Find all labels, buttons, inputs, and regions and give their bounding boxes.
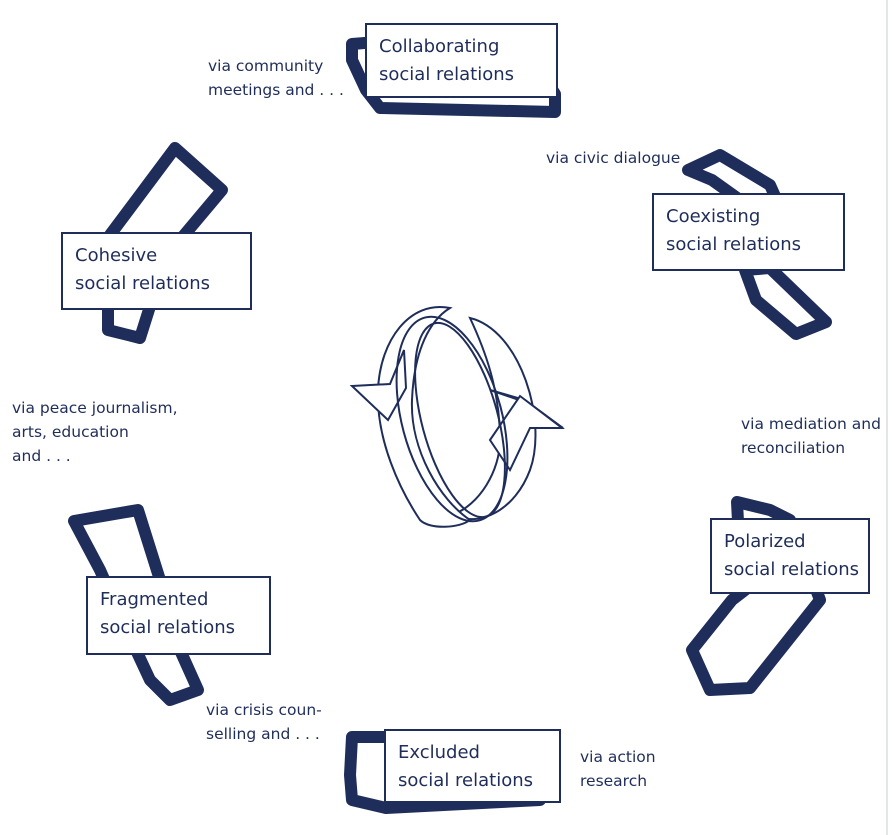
- stage-excluded-title: Excluded: [398, 742, 480, 763]
- stage-cohesive-title: Cohesive: [75, 245, 158, 266]
- stage-collaborating: Collaborating social relations: [365, 23, 558, 98]
- transition-community-meetings-line1: via community: [208, 57, 324, 75]
- right-edge-line: [886, 0, 888, 835]
- stage-fragmented-title: Fragmented: [100, 589, 209, 610]
- transition-peace-journalism-line2: arts, education: [12, 423, 129, 441]
- stage-coexisting-sub: social relations: [666, 234, 802, 255]
- transition-peace-journalism-line3: and . . .: [12, 447, 71, 465]
- stage-coexisting-title: Coexisting: [666, 206, 761, 227]
- stage-cohesive-sub: social relations: [75, 273, 211, 294]
- transition-civic-dialogue-line1: via civic dialogue: [546, 149, 681, 167]
- transition-mediation-line2: reconciliation: [741, 439, 846, 457]
- transition-crisis-counselling-line2: selling and . . .: [206, 725, 320, 743]
- stage-coexisting: Coexisting social relations: [652, 193, 845, 271]
- transition-community-meetings: via community meetings and . . .: [208, 54, 344, 102]
- stage-excluded: Excluded social relations: [384, 729, 561, 803]
- stage-cohesive: Cohesive social relations: [61, 232, 252, 310]
- transition-action-research-line1: via action: [580, 748, 656, 766]
- stage-polarized-sub: social relations: [724, 559, 860, 580]
- stage-excluded-sub: social relations: [398, 770, 534, 791]
- ribbon-arrow-coexisting-tail: [739, 262, 832, 340]
- stage-collaborating-title: Collaborating: [379, 36, 500, 57]
- transition-civic-dialogue: via civic dialogue: [546, 146, 680, 170]
- transition-peace-journalism-line1: via peace journalism,: [12, 399, 178, 417]
- transition-mediation-line1: via mediation and: [741, 415, 881, 433]
- transition-crisis-counselling: via crisis coun- selling and . . .: [206, 698, 322, 746]
- stage-fragmented: Fragmented social relations: [86, 576, 271, 655]
- transition-action-research: via action research: [580, 745, 656, 793]
- transition-community-meetings-line2: meetings and . . .: [208, 81, 344, 99]
- stage-fragmented-sub: social relations: [100, 617, 236, 638]
- stage-polarized-title: Polarized: [724, 531, 806, 552]
- transition-crisis-counselling-line1: via crisis coun-: [206, 701, 322, 719]
- stage-polarized: Polarized social relations: [710, 518, 870, 594]
- transition-mediation: via mediation and reconciliation: [741, 412, 881, 460]
- transition-action-research-line2: research: [580, 772, 648, 790]
- cycle-arrows-icon: [349, 305, 565, 528]
- stage-collaborating-sub: social relations: [379, 64, 515, 85]
- transition-peace-journalism: via peace journalism, arts, education an…: [12, 396, 178, 468]
